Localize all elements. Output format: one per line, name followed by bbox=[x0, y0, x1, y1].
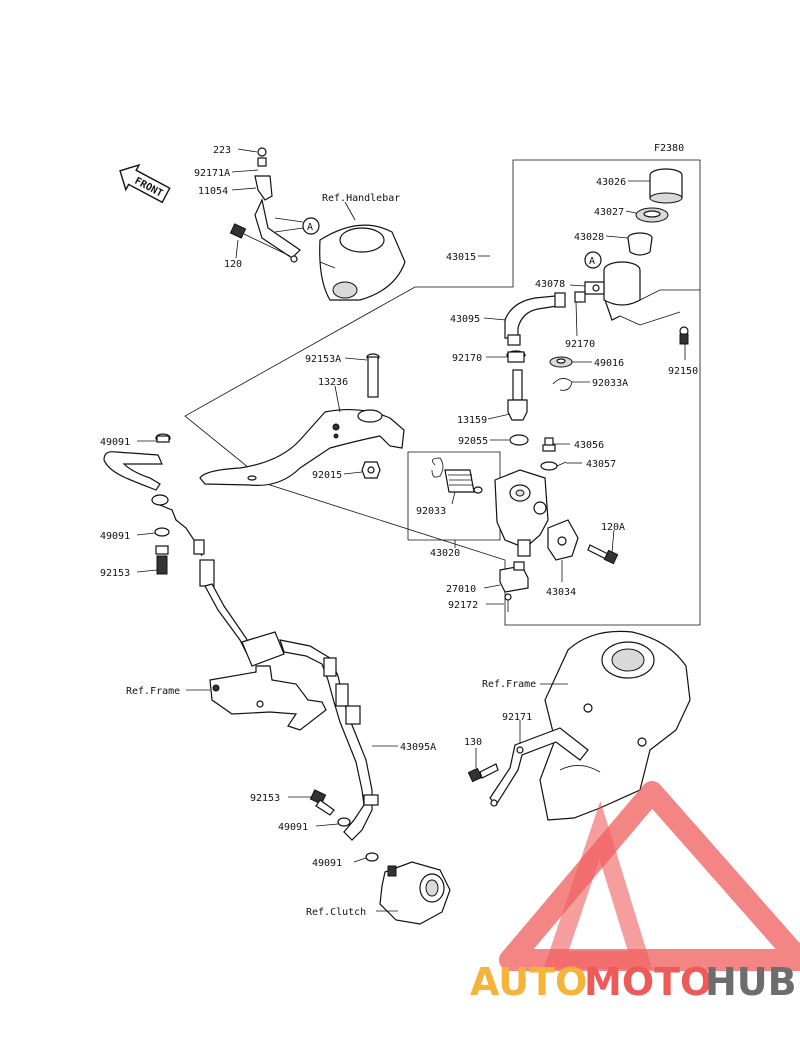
front-arrow-icon: FRONT bbox=[119, 163, 171, 204]
label-43028: 43028 bbox=[574, 232, 604, 243]
watermark-logo bbox=[499, 781, 800, 971]
label-92033: 92033 bbox=[416, 506, 446, 517]
label-ref-handlebar: Ref.Handlebar bbox=[322, 193, 400, 204]
label-49091-b: 49091 bbox=[100, 531, 130, 542]
clamp-43034 bbox=[547, 519, 579, 561]
label-11054: 11054 bbox=[198, 186, 228, 197]
label-43056: 43056 bbox=[574, 440, 604, 451]
frame-head-right bbox=[539, 630, 691, 821]
watermark-auto: AUTO bbox=[470, 960, 587, 1004]
master-cylinder-body bbox=[494, 469, 549, 557]
bolt-120A bbox=[587, 544, 619, 565]
clutch-lever bbox=[199, 408, 405, 486]
label-ref-frame-right: Ref.Frame bbox=[482, 679, 536, 690]
clutch-slave-cylinder bbox=[379, 861, 451, 925]
handlebar-switch-housing bbox=[319, 224, 406, 301]
label-92153-b: 92153 bbox=[250, 793, 280, 804]
ref-marker-a-2 bbox=[584, 251, 602, 269]
piston-kit-92033 bbox=[431, 457, 483, 494]
label-92170-a: 92170 bbox=[565, 339, 595, 350]
label-92150: 92150 bbox=[668, 366, 698, 377]
label-92015: 92015 bbox=[312, 470, 342, 481]
label-49091-d: 49091 bbox=[312, 858, 342, 869]
label-92171A: 92171A bbox=[194, 168, 230, 179]
label-92170-b: 92170 bbox=[452, 353, 482, 364]
label-43095A: 43095A bbox=[400, 742, 436, 753]
label-27010: 27010 bbox=[446, 584, 476, 595]
ref-marker-a bbox=[302, 217, 320, 235]
label-ref-frame-left: Ref.Frame bbox=[126, 686, 180, 697]
banjo-bolt-92153 bbox=[309, 789, 335, 816]
diagram-code: F2380 bbox=[654, 143, 684, 154]
hose-clamp-92170 bbox=[574, 291, 586, 303]
label-43015: 43015 bbox=[446, 252, 476, 263]
label-43078: 43078 bbox=[535, 279, 565, 290]
reservoir-diaphragm bbox=[627, 232, 653, 256]
label-223: 223 bbox=[213, 145, 231, 156]
push-rod-13159 bbox=[507, 369, 528, 421]
reservoir-plate bbox=[635, 207, 669, 223]
screw-92172 bbox=[504, 593, 512, 612]
watermark-text: AUTO MOTO HUB bbox=[470, 960, 797, 1004]
label-120: 120 bbox=[224, 259, 242, 270]
label-92153-a: 92153 bbox=[100, 568, 130, 579]
washer-49016 bbox=[549, 356, 573, 368]
label-130: 130 bbox=[464, 737, 482, 748]
label-92033A: 92033A bbox=[592, 378, 628, 389]
reservoir-tank bbox=[584, 261, 641, 321]
label-13159: 13159 bbox=[457, 415, 487, 426]
frame-bracket-left bbox=[209, 665, 327, 731]
assembly-boundary bbox=[184, 159, 701, 626]
switch-27010 bbox=[499, 561, 529, 593]
handlebar-bracket bbox=[229, 147, 301, 263]
bracket-92171 bbox=[489, 727, 589, 807]
reservoir-cap bbox=[649, 168, 683, 204]
nut-92015 bbox=[361, 461, 381, 479]
label-92172: 92172 bbox=[448, 600, 478, 611]
label-92171: 92171 bbox=[502, 712, 532, 723]
snap-ring-92033A bbox=[552, 378, 573, 391]
ref-marker-a-label: A bbox=[307, 222, 313, 233]
watermark-hub: HUB bbox=[705, 960, 797, 1004]
label-92055: 92055 bbox=[458, 436, 488, 447]
label-49091-a: 49091 bbox=[100, 437, 130, 448]
o-ring-92055 bbox=[509, 434, 529, 446]
label-43026: 43026 bbox=[596, 177, 626, 188]
hose-clamp-upper bbox=[506, 350, 526, 363]
label-120A: 120A bbox=[601, 522, 625, 533]
label-49091-c: 49091 bbox=[278, 822, 308, 833]
label-ref-clutch: Ref.Clutch bbox=[306, 907, 366, 918]
label-43027: 43027 bbox=[594, 207, 624, 218]
bleeder-43056 bbox=[542, 437, 556, 452]
sub-assembly-box bbox=[407, 451, 501, 541]
clutch-hose-43095A bbox=[103, 433, 379, 841]
label-43020: 43020 bbox=[430, 548, 460, 559]
reservoir-hose bbox=[504, 292, 566, 346]
label-43095: 43095 bbox=[450, 314, 480, 325]
bolt-130 bbox=[467, 763, 499, 783]
cap-43057 bbox=[540, 461, 567, 471]
watermark-moto: MOTO bbox=[584, 960, 712, 1004]
label-13236: 13236 bbox=[318, 377, 348, 388]
ref-marker-a-2-label: A bbox=[589, 256, 595, 267]
label-43034: 43034 bbox=[546, 587, 576, 598]
washer-49091-bottom bbox=[337, 817, 379, 862]
label-92153A: 92153A bbox=[305, 354, 341, 365]
label-49016: 49016 bbox=[594, 358, 624, 369]
label-43057: 43057 bbox=[586, 459, 616, 470]
pivot-bolt-92153A bbox=[366, 353, 380, 398]
